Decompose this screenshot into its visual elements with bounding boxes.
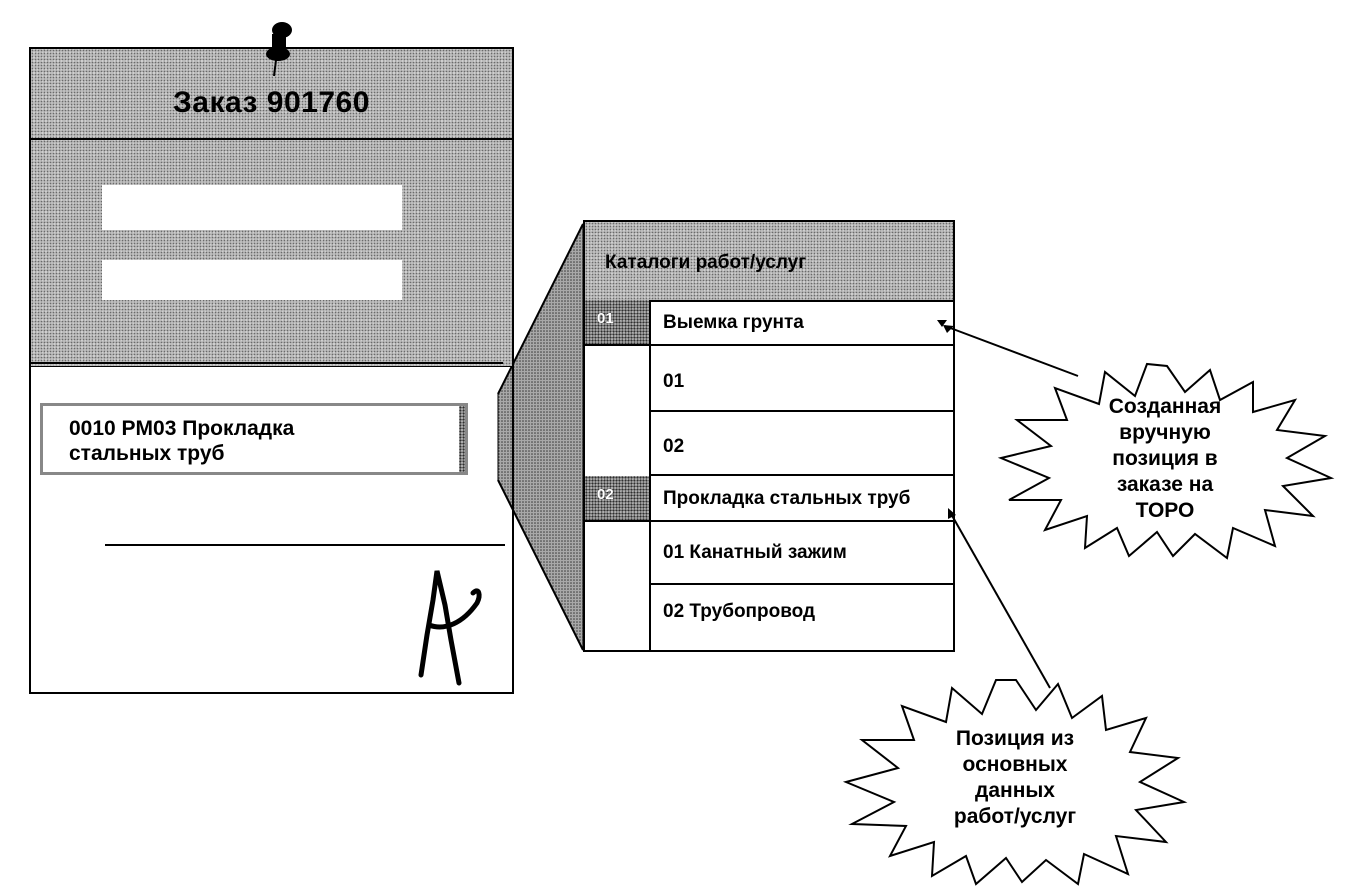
pushpin-icon [266, 22, 292, 77]
catalog-item[interactable]: 01 Канатный зажим [651, 522, 953, 585]
order-item-line1: 0010 PM03 Прокладка [69, 417, 295, 440]
order-item-edge [459, 406, 465, 472]
catalog-group[interactable]: 02 Прокладка стальных труб [585, 476, 953, 522]
catalog-item[interactable]: 02 [651, 412, 953, 476]
order-field [102, 260, 402, 300]
order-item-text: 0010 PM03 Прокладка стальных труб [69, 416, 389, 466]
catalog-item[interactable]: 02 Трубопровод [651, 585, 953, 650]
catalog-header: Каталоги работ/услуг [585, 222, 953, 302]
order-title: Заказ 901760 [173, 86, 370, 119]
catalog-title: Каталоги работ/услуг [605, 252, 807, 273]
divider [31, 362, 503, 364]
signature-line [105, 544, 505, 546]
callout-master-data-text: Позиция из основных данных работ/услуг [953, 727, 1077, 828]
order-item: 0010 PM03 Прокладка стальных труб [40, 403, 468, 475]
group-label: Выемка грунта [663, 312, 804, 333]
callout-manual-text: Созданная вручную позиция в заказе на ТО… [1108, 395, 1222, 522]
catalog-item[interactable]: 01 [651, 346, 953, 412]
catalog-column-divider [649, 300, 651, 650]
service-catalog: Каталоги работ/услуг 01 Выемка грунта 01… [583, 220, 955, 652]
signature-icon [418, 570, 482, 686]
catalog-item-label: 02 [663, 436, 685, 457]
starburst-shape [997, 362, 1335, 560]
catalog-item-label: 01 [663, 371, 685, 392]
catalog-item-label: 01 Канатный зажим [663, 542, 847, 563]
order-header-fields [31, 140, 512, 367]
catalog-item-label: 02 Трубопровод [663, 601, 816, 622]
group-number-cell: 01 [585, 300, 649, 344]
callout-manual-position: Созданная вручную позиция в заказе на ТО… [995, 360, 1340, 565]
starburst-shape [842, 679, 1188, 886]
group-number: 02 [597, 486, 614, 503]
order-header: Заказ 901760 [31, 49, 512, 140]
order-field [102, 185, 402, 230]
chevron-down-icon[interactable] [937, 320, 947, 327]
group-number-cell: 02 [585, 476, 649, 520]
group-label: Прокладка стальных труб [663, 488, 911, 509]
catalog-group[interactable]: 01 Выемка грунта [585, 300, 953, 346]
order-document: Заказ 901760 0010 PM03 Прокладка стальны… [29, 47, 514, 694]
group-number: 01 [597, 310, 614, 327]
callout-master-data-position: Позиция из основных данных работ/услуг [840, 676, 1190, 893]
order-item-line2: стальных труб [69, 442, 225, 465]
